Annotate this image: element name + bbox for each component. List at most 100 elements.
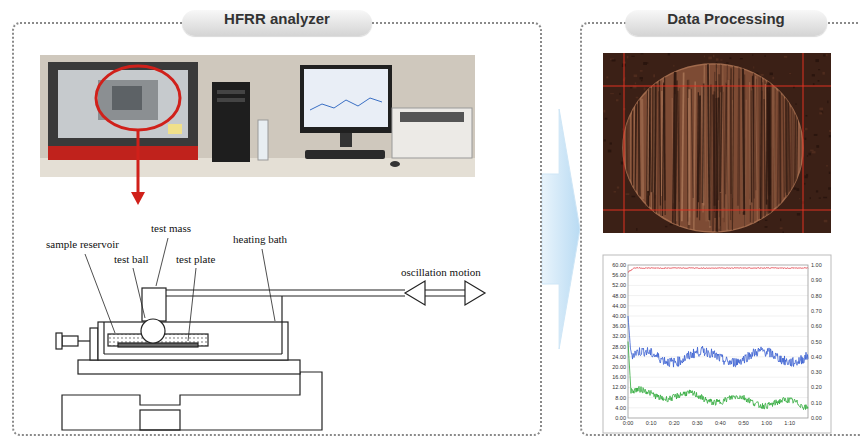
axis-tick-label: 52.00 [612, 282, 626, 288]
wear-streak [641, 99, 644, 199]
micrograph-texture [818, 69, 820, 70]
wear-streak [786, 72, 787, 195]
micrograph-texture [610, 93, 614, 94]
wear-streak [634, 64, 635, 233]
micrograph-texture [604, 139, 606, 141]
monitor [340, 133, 352, 147]
monitor [304, 69, 388, 127]
micrograph-texture [805, 128, 807, 130]
micrograph-texture [812, 151, 816, 153]
micrograph-texture [829, 130, 831, 132]
micrograph-texture [823, 54, 825, 56]
apparatus-schematic [56, 288, 405, 430]
axis-tick-label: 36.00 [612, 323, 626, 329]
printer-device [392, 108, 472, 158]
micrograph-texture [627, 56, 629, 59]
micrograph-texture [819, 108, 823, 110]
grid-line [628, 295, 808, 296]
leader-lines [262, 249, 275, 321]
micrograph-texture [764, 55, 766, 56]
micrograph-texture [780, 219, 781, 222]
computer-tower [217, 90, 245, 94]
panel-frame: HFRR analyzer [12, 22, 542, 436]
friction-chart [603, 255, 831, 433]
micrograph-texture [780, 227, 783, 229]
wear-streak [779, 67, 781, 218]
micrograph-texture [829, 172, 830, 174]
axis-tick-label: 28.00 [612, 344, 626, 350]
zoom-arrow [131, 192, 145, 205]
micrograph-texture [824, 220, 828, 222]
wear-streak [702, 84, 703, 203]
micrograph-texture [619, 93, 620, 95]
temperature-line [628, 268, 808, 273]
micrograph-texture [708, 57, 712, 60]
micrograph-texture [815, 59, 818, 62]
wear-streak [705, 67, 706, 221]
wear-streak [759, 74, 761, 208]
wear-streak [732, 65, 733, 233]
wear-streak [716, 63, 718, 200]
wear-streak [752, 88, 754, 222]
axis-tick-label: 0:20 [669, 420, 680, 426]
axis-tick-label: 1.00 [811, 262, 822, 268]
apparatus-schematic [103, 322, 104, 354]
wear-streak [659, 79, 660, 205]
zoom-arrow [137, 130, 140, 194]
wear-streak [688, 98, 689, 218]
wear-streak [795, 93, 796, 199]
measure-lines [603, 53, 831, 233]
monitor [310, 98, 382, 110]
grid-line [628, 346, 808, 347]
micrograph-texture [814, 134, 818, 136]
micrograph-texture [608, 150, 611, 153]
axis-tick-label: 0.10 [811, 400, 822, 406]
micrograph-texture [819, 197, 821, 198]
part-label: test ball [113, 253, 150, 266]
apparatus-schematic [62, 372, 322, 430]
hfrr-instrument [98, 80, 158, 120]
wear-streak [638, 66, 639, 232]
oscillation-arrow [405, 281, 425, 305]
grid-line [628, 326, 808, 327]
micrograph-texture [816, 145, 819, 148]
wear-streak [652, 62, 653, 225]
hfrr-instrument [112, 86, 142, 110]
wear-streak [679, 88, 681, 202]
grid-line [628, 305, 808, 306]
micrograph-texture [716, 58, 719, 60]
part-label: test mass [150, 222, 192, 235]
wear-streak [673, 66, 675, 226]
axis-tick-label: 1:10 [784, 420, 795, 426]
wear-streak [741, 66, 742, 212]
axis-tick-label: 20.00 [612, 364, 626, 370]
grid-line [628, 285, 808, 286]
micrograph-texture [616, 99, 618, 101]
mouse [390, 161, 400, 167]
micrograph-texture [631, 56, 634, 57]
axis-tick-label: 60.00 [612, 262, 626, 268]
axis-tick-label: 16.00 [612, 374, 626, 380]
micrograph-texture [622, 128, 623, 130]
apparatus-schematic [141, 319, 165, 343]
bottle [258, 120, 268, 160]
wear-streak [792, 80, 795, 212]
axis-tick-label: 0.80 [811, 293, 822, 299]
micrograph-texture [772, 77, 774, 80]
micrograph-texture [610, 142, 612, 144]
axis-tick-label: 0.60 [811, 323, 822, 329]
micrograph-texture [829, 135, 831, 137]
micrograph-texture [799, 198, 800, 199]
wear-streak [727, 80, 728, 231]
micrograph-texture [818, 80, 820, 81]
apparatus-schematic [166, 295, 405, 296]
micrograph-texture [827, 101, 828, 104]
micrograph-texture [630, 87, 632, 88]
micrograph-texture [704, 56, 705, 58]
micrograph-texture [726, 62, 728, 63]
axis-tick-label: 0:50 [738, 420, 749, 426]
leader-lines [133, 268, 145, 318]
micrograph-texture [665, 226, 667, 227]
apparatus-schematic [281, 322, 282, 354]
wear-streak [632, 80, 634, 213]
